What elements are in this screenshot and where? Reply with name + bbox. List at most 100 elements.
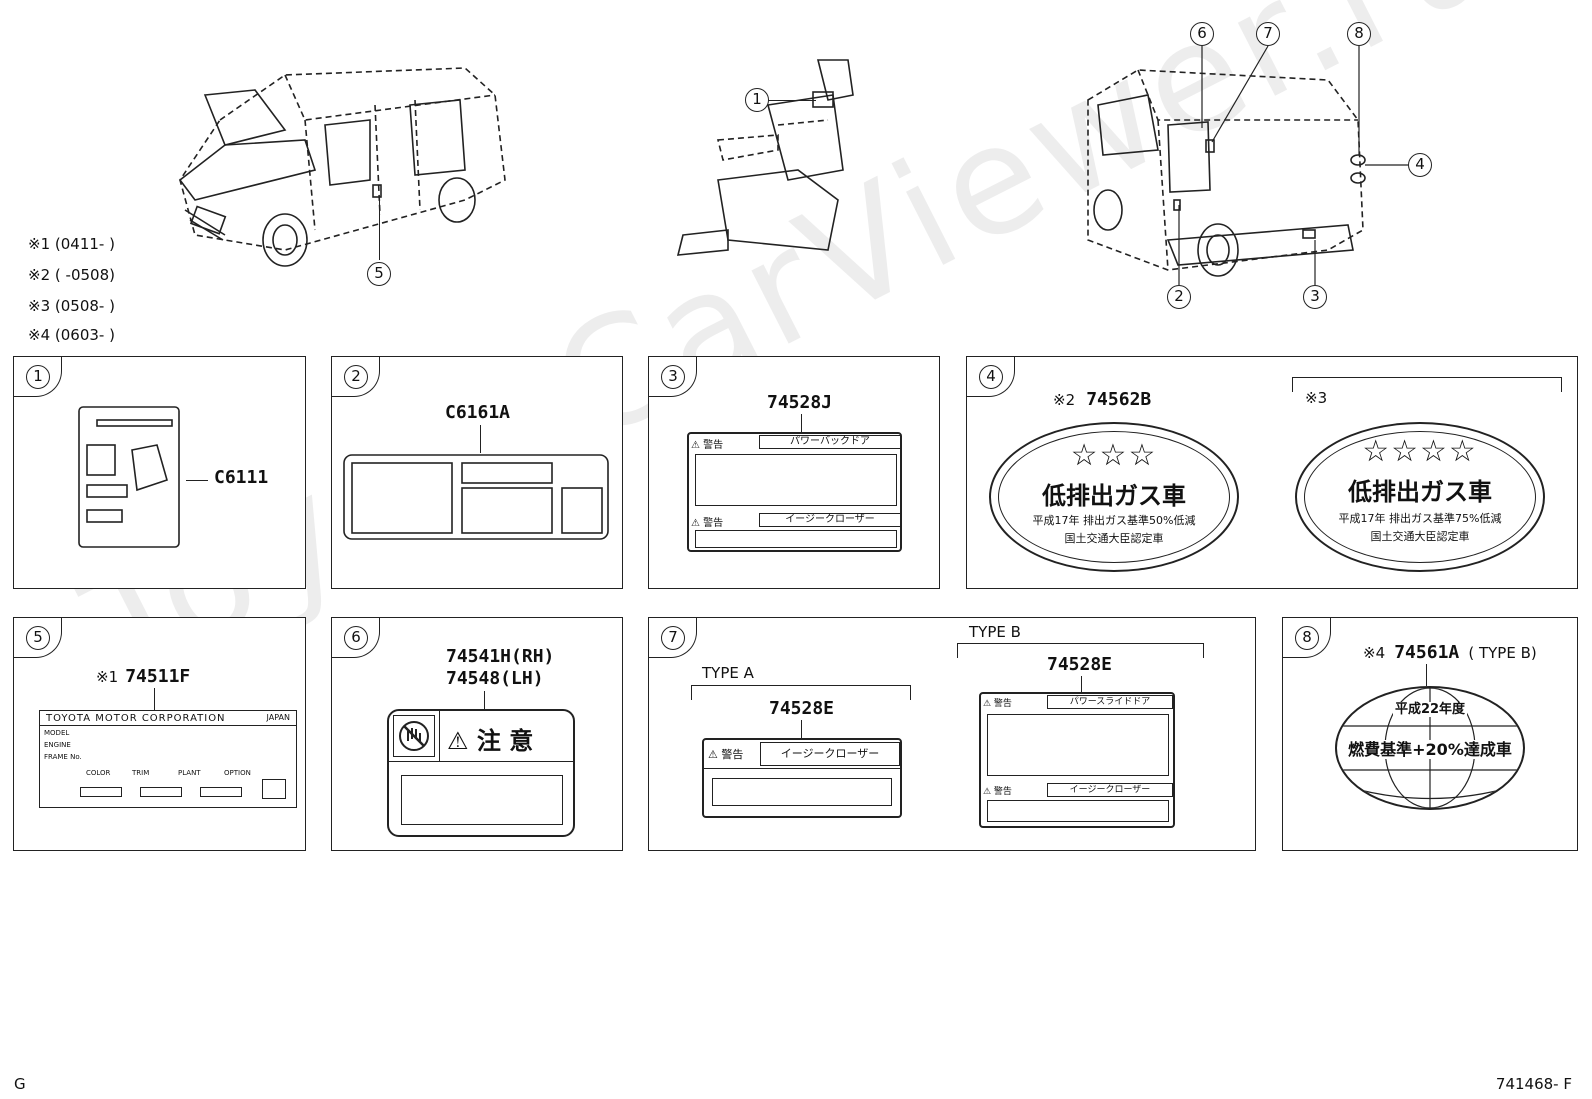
type-b-label: TYPE B xyxy=(969,623,1021,641)
plate-maker: TOYOTA MOTOR CORPORATION xyxy=(46,713,226,724)
leader-line xyxy=(154,688,155,710)
variant-a-heading: ※2 74562B xyxy=(1053,389,1151,410)
panel-number: 5 xyxy=(26,626,50,650)
note-4: ※4 (0603- ) xyxy=(28,326,115,344)
warning-label-type-b: ⚠ 警告 パワースライドドア ⚠ 警告 イージークローザー xyxy=(979,692,1175,828)
warning-badge: ⚠ 警告 xyxy=(983,787,1012,797)
panel-3: 3 74528J ⚠ 警告 パワーバックドア ⚠ 警告 イージークローザー xyxy=(648,356,940,589)
leader-line xyxy=(1426,664,1427,686)
panel-number: 4 xyxy=(979,365,1003,389)
variant-heading: ※4 74561A ( TYPE B) xyxy=(1363,642,1537,663)
label-title-power-slide-door: パワースライドドア xyxy=(1047,695,1173,709)
panel-2: 2 C6161A xyxy=(331,356,623,589)
vin-plate: TOYOTA MOTOR CORPORATION JAPAN MODEL ENG… xyxy=(39,710,297,808)
star-icon: ☆ xyxy=(1420,434,1449,469)
label-title-easy-closer: イージークローザー xyxy=(760,742,900,766)
applicability-mark: ※2 xyxy=(1053,391,1076,409)
plate-row-label: MODEL xyxy=(44,729,70,737)
callout-line-5 xyxy=(379,200,380,260)
sticker-subtitle: 平成17年 排出ガス基準75%低減 xyxy=(1338,512,1502,525)
star-icon: ☆ xyxy=(1099,438,1129,473)
emission-sticker-3star: ☆☆☆ 低排出ガス車 平成17年 排出ガス基準50%低減 国土交通大臣認定車 xyxy=(989,422,1239,572)
panel-number: 6 xyxy=(344,626,368,650)
panel-7: 7 TYPE A 74528E ⚠ 警告 イージークローザー TYPE B 74… xyxy=(648,617,1256,851)
variant-heading: ※1 74511F xyxy=(96,666,190,687)
applicability-mark: ※4 xyxy=(1363,644,1386,662)
sticker-title: 燃費基準+20%達成車 xyxy=(1348,740,1512,759)
label-title-easy-closer: イージークローザー xyxy=(1047,783,1173,797)
warning-badge: ⚠ 警告 xyxy=(691,440,724,451)
rear-callout-lines xyxy=(1178,45,1408,285)
panel-4: 4 ※2 74562B ※3 ☆☆☆ 低排出ガス車 平成17年 排出ガス基準50… xyxy=(966,356,1578,589)
applicability-mark: ※3 xyxy=(1305,389,1328,407)
star-icon: ☆ xyxy=(1448,434,1478,469)
callout-2-top: 2 xyxy=(1167,285,1191,309)
sticker-title: 低排出ガス車 xyxy=(1042,482,1186,510)
part-number: 74562B xyxy=(1086,389,1152,410)
star-icon: ☆ xyxy=(1362,434,1392,469)
plate-row-label: FRAME No. xyxy=(44,753,82,761)
warning-label-type-a: ⚠ 警告 イージークローザー xyxy=(702,738,902,818)
label-text-block xyxy=(401,775,563,825)
warning-badge: ⚠ 警告 xyxy=(983,699,1012,709)
plate-col-label: OPTION xyxy=(224,769,251,777)
leader-line xyxy=(186,480,208,481)
label-text-block xyxy=(987,714,1169,776)
star-rating: ☆☆☆ xyxy=(991,438,1237,473)
label-text-block xyxy=(712,778,892,806)
variant-b-bracket xyxy=(1292,377,1562,392)
label-c6111-drawing xyxy=(78,406,180,548)
part-number: 74528J xyxy=(767,392,833,413)
rear-van-illustration xyxy=(1087,69,1366,277)
leader-line xyxy=(801,720,802,738)
label-text-block xyxy=(695,530,897,548)
panel-1: 1 C6111 xyxy=(13,356,306,589)
panel-number: 3 xyxy=(661,365,685,389)
seat-illustration xyxy=(676,59,854,256)
note-3: ※3 (0508- ) xyxy=(28,297,115,315)
label-c6161a-drawing xyxy=(343,454,609,540)
footer-figure-number: 741468- F xyxy=(1495,1075,1572,1093)
callout-line-1 xyxy=(768,100,816,101)
panel-6: 6 74541H(RH) 74548(LH) ⚠ 注 意 xyxy=(331,617,623,851)
callout-3-top: 3 xyxy=(1303,285,1327,309)
type-a-bracket xyxy=(691,685,911,700)
star-icon: ☆ xyxy=(1070,438,1100,473)
plate-country: JAPAN xyxy=(266,713,290,722)
caution-heading: ⚠ 注 意 xyxy=(447,727,534,755)
sticker-certification: 国土交通大臣認定車 xyxy=(1370,530,1470,543)
caution-label: ⚠ 注 意 xyxy=(387,709,575,837)
label-title-easy-closer: イージークローザー xyxy=(759,513,901,527)
plate-col-label: COLOR xyxy=(86,769,111,777)
front-van-illustration xyxy=(178,67,506,267)
star-icon: ☆ xyxy=(1128,438,1158,473)
callout-6-top: 6 xyxy=(1190,22,1214,46)
type-tag: ( TYPE B) xyxy=(1468,644,1537,662)
type-b-bracket xyxy=(957,643,1204,658)
plate-row-label: ENGINE xyxy=(44,741,71,749)
sticker-title: 低排出ガス車 xyxy=(1348,478,1492,506)
leader-line xyxy=(484,691,485,709)
panel-number: 2 xyxy=(344,365,368,389)
leader-line xyxy=(480,425,481,453)
sticker-year: 平成22年度 xyxy=(1392,702,1468,717)
fuel-economy-sticker: 平成22年度 燃費基準+20%達成車 xyxy=(1335,686,1525,810)
applicability-mark: ※1 xyxy=(96,668,119,686)
panel-number: 1 xyxy=(26,365,50,389)
sticker-certification: 国土交通大臣認定車 xyxy=(1064,532,1164,545)
label-title-power-back-door: パワーバックドア xyxy=(759,435,901,449)
warning-badge: ⚠ 警告 xyxy=(691,518,724,529)
warning-badge: ⚠ 警告 xyxy=(708,748,744,761)
callout-7-top: 7 xyxy=(1256,22,1280,46)
plate-col-label: TRIM xyxy=(132,769,150,777)
leader-line xyxy=(801,414,802,432)
no-hand-icon xyxy=(393,715,435,757)
panel-number: 8 xyxy=(1295,626,1319,650)
panel-number: 7 xyxy=(661,626,685,650)
label-text-block xyxy=(695,454,897,506)
part-number-lh: 74548(LH) xyxy=(446,668,544,689)
callout-1-top: 1 xyxy=(745,88,769,112)
part-number-type-a: 74528E xyxy=(769,698,835,719)
label-text-block xyxy=(987,800,1169,822)
type-a-label: TYPE A xyxy=(702,664,754,682)
